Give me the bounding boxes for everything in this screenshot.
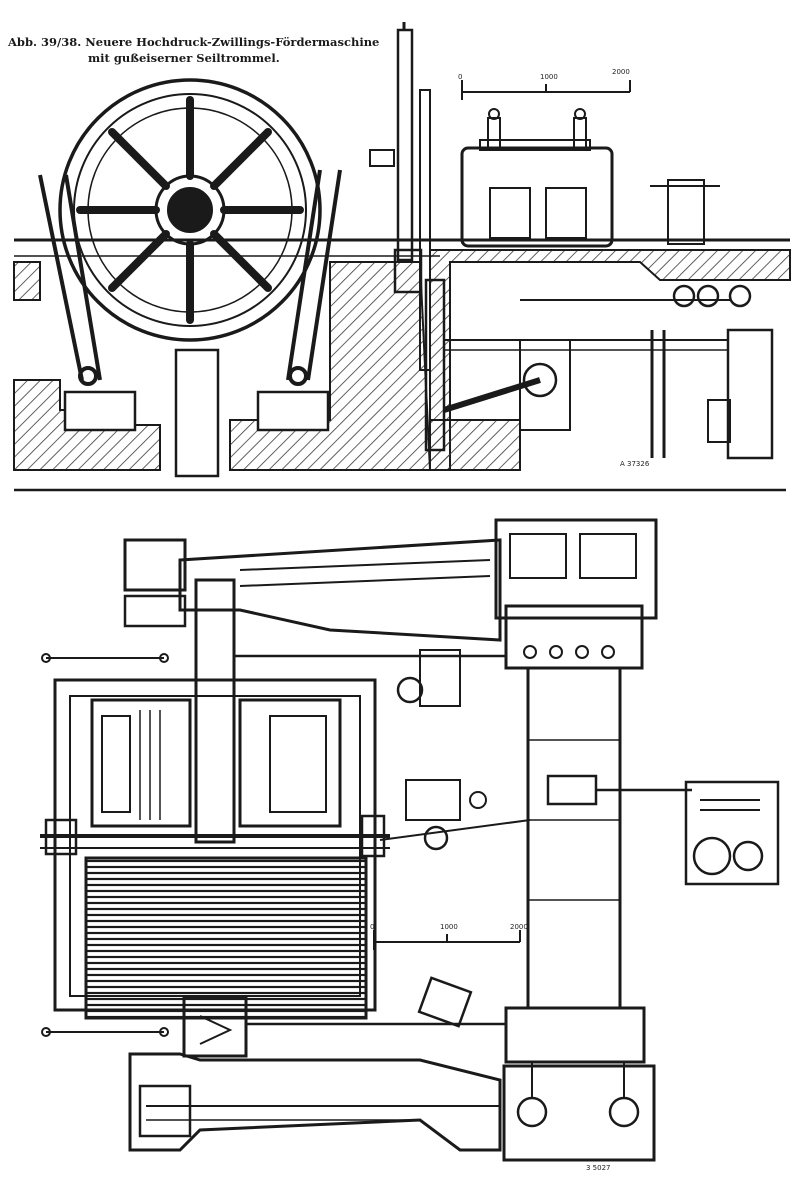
plan-view [40, 518, 780, 1162]
scale-bottom-end: 2000 [510, 923, 528, 931]
scale-top-start: 0 [458, 73, 462, 81]
scale-bar-bottom [373, 930, 521, 950]
air-pump [444, 299, 774, 460]
figure-title-line-2: mit gußeiserner Seiltrommel. [88, 51, 280, 65]
scale-bar-top [461, 80, 631, 100]
elevation-view [13, 22, 791, 492]
plate-ref-bottom: 3 5027 [586, 1164, 611, 1172]
figure-label: Abb. 39/38. [8, 35, 82, 49]
foundation-hatching [13, 249, 791, 471]
governor [650, 179, 752, 308]
figure-title-line-1: Neuere Hochdruck-Zwillings-Fördermaschin… [85, 35, 380, 49]
frame-legs [38, 169, 342, 386]
rope-drum [84, 856, 368, 1020]
flywheel [58, 78, 322, 342]
steam-cylinder [460, 108, 614, 248]
plate-ref-top: A 37326 [620, 460, 650, 468]
scale-top-end: 2000 [612, 68, 630, 76]
valve-gear [369, 22, 571, 452]
scale-top-mid: 1000 [540, 73, 558, 81]
scale-bottom-start: 0 [370, 923, 374, 931]
scale-bottom-mid: 1000 [440, 923, 458, 931]
figure-caption: Abb. 39/38. Neuere Hochdruck-Zwillings-F… [8, 34, 388, 66]
